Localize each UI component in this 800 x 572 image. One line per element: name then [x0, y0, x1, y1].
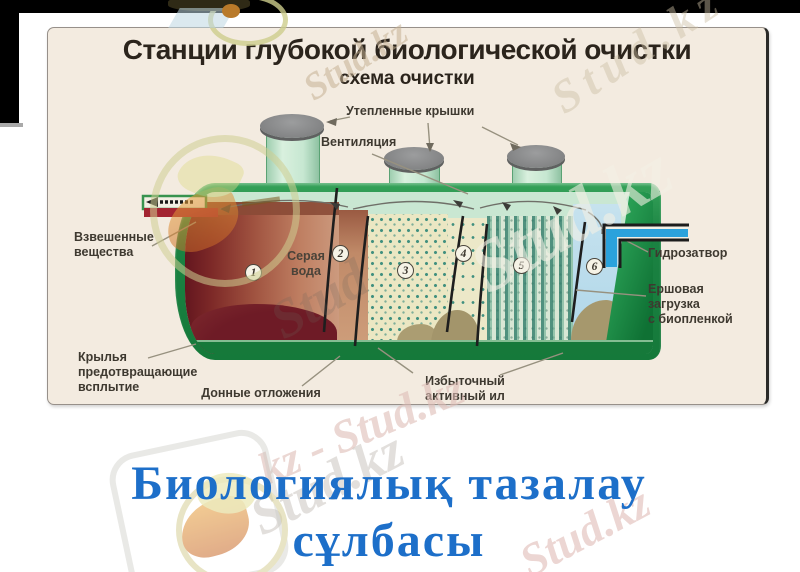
window-top-bar — [0, 0, 800, 13]
left-block-shadow-edge — [0, 123, 23, 127]
window-left-black-block — [0, 0, 19, 123]
insulated-cover-1 — [260, 114, 324, 138]
compartment-number-2: 2 — [332, 245, 349, 262]
compartment-number-4: 4 — [455, 245, 472, 262]
slide-title: Биологиялық тазалау сұлбасы — [131, 457, 647, 567]
label-bottom-sediments: Донные отложения — [201, 386, 321, 400]
tank-bottom — [185, 340, 653, 354]
compartment-2-channel — [339, 210, 368, 354]
sewage-surface — [185, 202, 339, 215]
label-insulated-covers: Утепленные крышки — [346, 104, 475, 118]
compartment-number-6: 6 — [586, 258, 603, 275]
compartment-number-3: 3 — [397, 262, 414, 279]
label-hydro-seal: Гидрозатвор — [648, 246, 728, 260]
label-flotation-wings: Крылья предотвращающие всплытие — [78, 350, 198, 394]
diagram-title: Станции глубокой биологической очистки — [122, 34, 692, 65]
insulated-cover-2 — [384, 147, 444, 170]
diagram-subtitle: схема очистки — [339, 68, 475, 89]
label-ventilation: Вентиляция — [321, 135, 397, 149]
treatment-station-diagram-image: Станции глубокой биологической очистки с… — [47, 27, 769, 405]
label-excess-sludge: Избыточный активный ил — [425, 374, 505, 403]
label-suspended-solids: Взвешенные вещества — [74, 230, 154, 259]
label-gray-water: Серая вода — [287, 249, 325, 278]
compartment-5-brush-media — [487, 216, 573, 354]
label-brush-media: Ершовая загрузка с биопленкой — [648, 282, 733, 326]
compartment-number-5: 5 — [513, 257, 530, 274]
insulated-cover-3 — [507, 145, 565, 168]
